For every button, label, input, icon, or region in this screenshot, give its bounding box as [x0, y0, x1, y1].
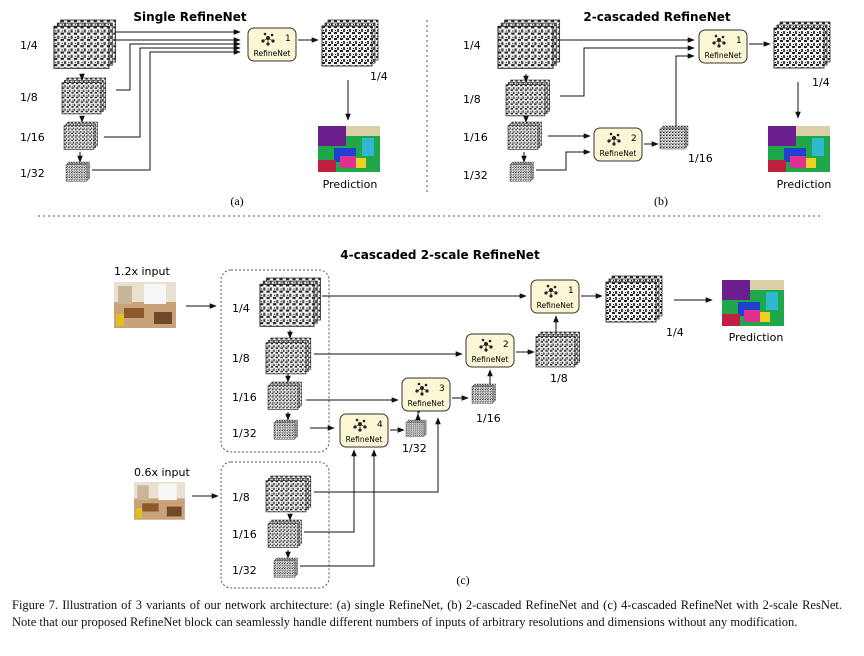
refinenet-index: 2 — [503, 340, 509, 350]
resnet-large-group — [220, 269, 330, 453]
refinenet-index: 2 — [631, 134, 637, 144]
c-output-feature — [605, 275, 663, 323]
input-small-image — [134, 482, 185, 520]
c-intermediate-1-32 — [405, 419, 427, 437]
refinenet-label: RefineNet — [254, 49, 291, 58]
input-small-label: 0.6x input — [134, 466, 190, 479]
panel-a-scale-1: 1/4 — [20, 39, 38, 52]
refinenet-label: RefineNet — [537, 301, 574, 310]
panel-a: Single RefineNet 1/4 1/8 1/16 1/32 1 Ref… — [20, 10, 388, 208]
c-large-scale-2: 1/8 — [232, 352, 250, 365]
panel-b-sublabel: (b) — [654, 194, 668, 208]
panel-a-output-scale: 1/4 — [370, 70, 388, 83]
panel-a-prediction-image — [318, 126, 380, 172]
panel-b-title: 2-cascaded RefineNet — [583, 10, 731, 24]
c-intermediate-1-16 — [471, 383, 496, 404]
refinenet-label: RefineNet — [705, 51, 742, 60]
panel-a-scale-4: 1/32 — [20, 167, 45, 180]
c-large-feature-1-32 — [273, 419, 298, 440]
refinenet-index: 1 — [285, 34, 291, 44]
c-small-feature-1-32 — [273, 557, 298, 578]
c-refinenet-1: 1 RefineNet — [530, 279, 580, 314]
panel-b-intermediate-feature — [659, 125, 689, 150]
refinenet-index: 3 — [439, 384, 445, 394]
panel-b-scale-4: 1/32 — [463, 169, 488, 182]
c-large-feature-1-8 — [265, 337, 312, 375]
refinenet-index: 1 — [736, 36, 742, 46]
c-large-scale-1: 1/4 — [232, 302, 250, 315]
resnet-small-group — [220, 461, 330, 589]
panel-b-scale-3: 1/16 — [463, 131, 488, 144]
panel-a-title: Single RefineNet — [133, 10, 246, 24]
panel-a-scale-2: 1/8 — [20, 91, 38, 104]
panel-b-refinenet-2: 2 RefineNet — [593, 127, 643, 162]
c-large-feature-1-16 — [267, 381, 302, 410]
panel-b-intermediate-scale: 1/16 — [688, 152, 713, 165]
refinenet-label: RefineNet — [472, 355, 509, 364]
refinenet-label: RefineNet — [408, 399, 445, 408]
input-large-image — [114, 282, 176, 328]
refinenet-index: 1 — [568, 286, 574, 296]
refinenet-label: RefineNet — [600, 149, 637, 158]
c-small-scale-3: 1/32 — [232, 564, 257, 577]
panel-a-scale-3: 1/16 — [20, 131, 45, 144]
panel-b-refinenet-1: 1 RefineNet — [698, 29, 748, 64]
panel-a-sublabel: (a) — [230, 194, 243, 208]
architecture-diagram: Single RefineNet 1/4 1/8 1/16 1/32 1 Ref… — [20, 10, 831, 589]
panel-c-sublabel: (c) — [456, 573, 469, 587]
panel-b: 2-cascaded RefineNet 1/4 1/8 1/16 1/32 2… — [463, 10, 831, 208]
panel-a-feature-map-1-4 — [53, 19, 117, 69]
c-intermediate-scale-1: 1/32 — [402, 442, 427, 455]
panel-c: 4-cascaded 2-scale RefineNet 1.2x input … — [114, 248, 784, 589]
refinenet-index: 4 — [377, 420, 383, 430]
panel-b-output-feature — [773, 21, 831, 69]
c-prediction-image — [722, 280, 784, 326]
panel-b-scale-2: 1/8 — [463, 93, 481, 106]
c-large-scale-4: 1/32 — [232, 427, 257, 440]
panel-b-prediction-image — [768, 126, 830, 172]
panel-b-scale-1: 1/4 — [463, 39, 481, 52]
c-small-scale-1: 1/8 — [232, 491, 250, 504]
panel-a-prediction-label: Prediction — [323, 178, 378, 191]
c-refinenet-4: 4 RefineNet — [339, 413, 389, 448]
panel-a-refinenet-1: 1 RefineNet — [247, 27, 297, 62]
c-small-feature-1-16 — [267, 519, 302, 548]
figure-caption: Figure 7. Illustration of 3 variants of … — [12, 598, 842, 629]
panel-b-feature-map-1-8 — [505, 79, 551, 117]
c-intermediate-1-8 — [535, 331, 581, 368]
c-large-feature-1-4 — [259, 277, 321, 327]
panel-b-output-scale: 1/4 — [812, 76, 830, 89]
c-intermediate-scale-3: 1/8 — [550, 372, 568, 385]
panel-a-feature-map-1-8 — [61, 77, 107, 115]
panel-b-feature-map-1-32 — [509, 161, 534, 182]
c-prediction-label: Prediction — [729, 331, 784, 344]
c-large-scale-3: 1/16 — [232, 391, 257, 404]
input-large-label: 1.2x input — [114, 265, 170, 278]
c-intermediate-scale-4: 1/4 — [666, 326, 684, 339]
c-intermediate-scale-2: 1/16 — [476, 412, 501, 425]
panel-a-feature-map-1-16 — [63, 121, 98, 150]
panel-b-prediction-label: Prediction — [777, 178, 832, 191]
c-refinenet-2: 2 RefineNet — [465, 333, 515, 368]
c-small-scale-2: 1/16 — [232, 528, 257, 541]
c-small-feature-1-8 — [265, 475, 312, 513]
panel-b-feature-map-1-4 — [497, 19, 561, 69]
panel-a-output-feature — [321, 19, 379, 67]
refinenet-label: RefineNet — [346, 435, 383, 444]
c-refinenet-3: 3 RefineNet — [401, 377, 451, 412]
panel-c-title: 4-cascaded 2-scale RefineNet — [340, 248, 540, 262]
panel-a-feature-map-1-32 — [65, 161, 90, 182]
panel-b-feature-map-1-16 — [507, 121, 542, 150]
